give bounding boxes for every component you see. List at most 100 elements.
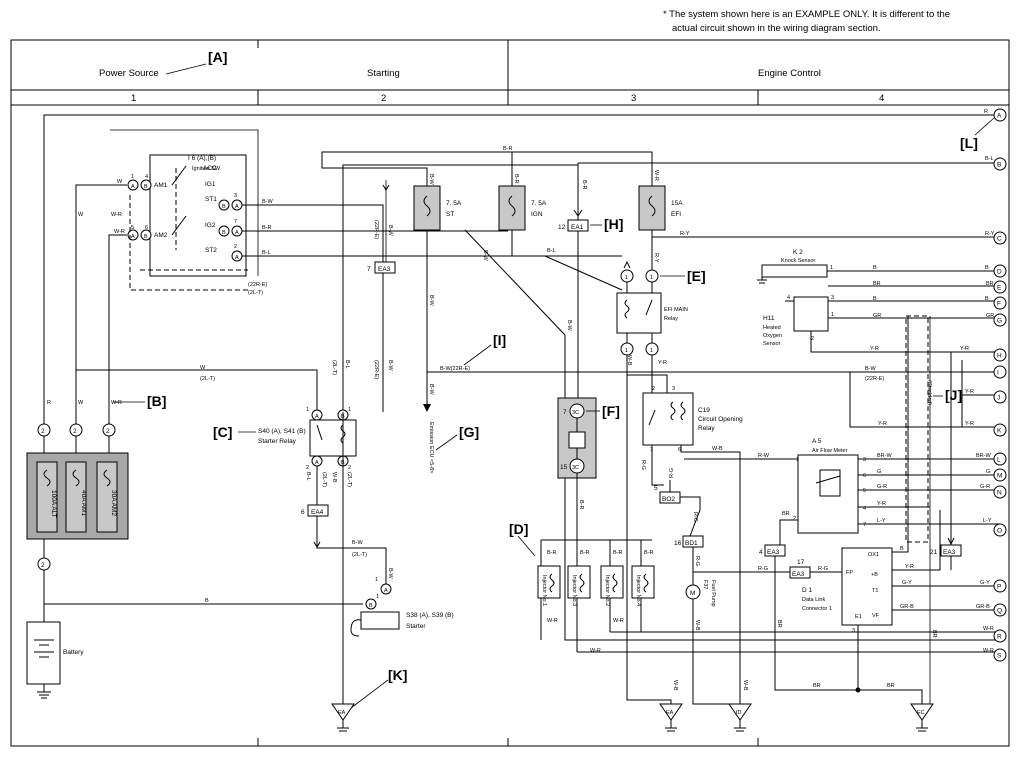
svg-text:1: 1 bbox=[625, 348, 628, 354]
svg-text:R-G: R-G bbox=[818, 566, 828, 572]
svg-text:D 1: D 1 bbox=[802, 587, 813, 594]
edge-terminal-e bbox=[993, 280, 1007, 294]
svg-text:B-W: B-W bbox=[262, 199, 274, 205]
svg-text:W-R: W-R bbox=[613, 618, 624, 624]
ground-ec bbox=[910, 703, 934, 721]
svg-text:3C: 3C bbox=[572, 465, 579, 471]
edge-terminal-b bbox=[993, 157, 1007, 171]
svg-text:B-W: B-W bbox=[865, 366, 877, 372]
svg-text:3: 3 bbox=[852, 628, 855, 634]
svg-text:2: 2 bbox=[234, 244, 237, 250]
svg-text:4: 4 bbox=[759, 549, 763, 556]
fusible-40a-am1: 40A AM1 bbox=[80, 490, 87, 516]
edge-terminal-n bbox=[993, 485, 1007, 499]
svg-text:Injector No.3: Injector No.3 bbox=[571, 575, 577, 606]
svg-text:(22R-E): (22R-E) bbox=[373, 360, 379, 379]
svg-text:2: 2 bbox=[106, 428, 110, 435]
svg-text:B-R: B-R bbox=[547, 550, 557, 556]
svg-text:B: B bbox=[222, 230, 226, 236]
injector-1 bbox=[537, 565, 561, 599]
edge-terminal-label-p: P bbox=[997, 584, 1001, 591]
svg-text:15: 15 bbox=[560, 464, 568, 471]
edge-terminal-label-f: F bbox=[997, 301, 1001, 308]
svg-text:T1: T1 bbox=[872, 588, 878, 594]
edge-terminal-label-k: K bbox=[997, 428, 1002, 435]
svg-text:BR: BR bbox=[776, 620, 782, 628]
svg-text:ACC: ACC bbox=[203, 165, 217, 172]
svg-text:B: B bbox=[900, 546, 904, 552]
svg-text:(22R-E): (22R-E) bbox=[865, 376, 884, 382]
svg-text:6: 6 bbox=[145, 225, 148, 231]
svg-text:EA1: EA1 bbox=[571, 224, 584, 231]
edge-terminal-label-d: D bbox=[997, 269, 1002, 276]
edge-terminal-label-g: G bbox=[997, 318, 1002, 325]
svg-text:W-B: W-B bbox=[672, 680, 678, 691]
svg-text:Connector 1: Connector 1 bbox=[802, 606, 832, 612]
svg-text:EA: EA bbox=[666, 710, 674, 716]
edge-terminal-q bbox=[993, 603, 1007, 617]
svg-text:IGN: IGN bbox=[531, 211, 543, 218]
svg-text:Injector No.2: Injector No.2 bbox=[604, 575, 610, 606]
svg-text:B: B bbox=[205, 598, 209, 604]
svg-text:B-W: B-W bbox=[352, 540, 364, 546]
svg-text:B: B bbox=[144, 234, 148, 240]
section-power-source: Power Source bbox=[99, 68, 159, 79]
edge-terminal-label-c: C bbox=[997, 236, 1002, 243]
fuse-efi bbox=[638, 185, 666, 231]
svg-text:W-R: W-R bbox=[983, 626, 994, 632]
edge-terminal-label-l: L bbox=[997, 457, 1001, 464]
svg-text:B: B bbox=[985, 296, 989, 302]
svg-text:BR: BR bbox=[986, 281, 994, 287]
svg-text:B-R: B-R bbox=[513, 174, 519, 184]
svg-text:2: 2 bbox=[793, 516, 796, 522]
svg-text:Relay: Relay bbox=[664, 316, 678, 322]
edge-terminal-label-n: N bbox=[997, 490, 1002, 497]
svg-text:3: 3 bbox=[234, 193, 237, 199]
svg-text:1: 1 bbox=[650, 348, 653, 354]
svg-text:7: 7 bbox=[563, 409, 567, 416]
svg-text:B-L: B-L bbox=[985, 156, 994, 162]
svg-text:Knock Sensor: Knock Sensor bbox=[781, 258, 815, 264]
battery-label: Battery bbox=[63, 649, 84, 656]
svg-text:B: B bbox=[873, 296, 877, 302]
svg-text:(22R-E): (22R-E) bbox=[373, 220, 379, 239]
svg-text:G-Y: G-Y bbox=[902, 580, 912, 586]
svg-text:(2L-T): (2L-T) bbox=[346, 472, 352, 487]
svg-text:W-B: W-B bbox=[331, 472, 337, 483]
svg-text:G-R: G-R bbox=[980, 484, 990, 490]
svg-text:A: A bbox=[235, 255, 239, 261]
svg-text:R-Y: R-Y bbox=[680, 231, 690, 237]
svg-text:Fuel Pump: Fuel Pump bbox=[710, 580, 716, 607]
svg-text:BO2: BO2 bbox=[662, 496, 675, 503]
starter-name: S38 (A), S39 (B) bbox=[406, 612, 454, 619]
svg-text:B-W: B-W bbox=[387, 360, 393, 372]
svg-text:7. 5A: 7. 5A bbox=[531, 200, 547, 207]
svg-text:L-Y: L-Y bbox=[877, 518, 886, 524]
callout-d: [D] bbox=[509, 521, 528, 537]
ground-ea-starting bbox=[331, 703, 355, 721]
svg-text:2: 2 bbox=[41, 562, 45, 569]
svg-text:BR-W: BR-W bbox=[877, 453, 892, 459]
svg-text:1: 1 bbox=[131, 174, 134, 180]
callout-e: [E] bbox=[687, 268, 706, 284]
svg-text:G-Y: G-Y bbox=[980, 580, 990, 586]
svg-text:1: 1 bbox=[650, 275, 653, 281]
svg-text:16: 16 bbox=[674, 540, 682, 547]
svg-text:1: 1 bbox=[375, 577, 378, 583]
knock-sensor bbox=[761, 264, 828, 278]
svg-text:EA4: EA4 bbox=[311, 509, 324, 516]
injector-3 bbox=[567, 565, 591, 599]
svg-text:(2L-T): (2L-T) bbox=[321, 472, 327, 487]
edge-terminal-label-j: J bbox=[997, 395, 1000, 402]
section-engine-control: Engine Control bbox=[758, 68, 821, 79]
svg-text:Y-R: Y-R bbox=[658, 360, 667, 366]
svg-text:W-B: W-B bbox=[626, 355, 632, 366]
svg-text:A: A bbox=[131, 234, 135, 240]
edge-terminal-label-a: A bbox=[997, 113, 1002, 120]
starter-relay-desc: Starter Relay bbox=[258, 438, 297, 445]
svg-text:(2L-T): (2L-T) bbox=[352, 552, 367, 558]
edge-terminal-l bbox=[993, 452, 1007, 466]
svg-text:1: 1 bbox=[306, 407, 309, 413]
battery bbox=[26, 621, 61, 685]
